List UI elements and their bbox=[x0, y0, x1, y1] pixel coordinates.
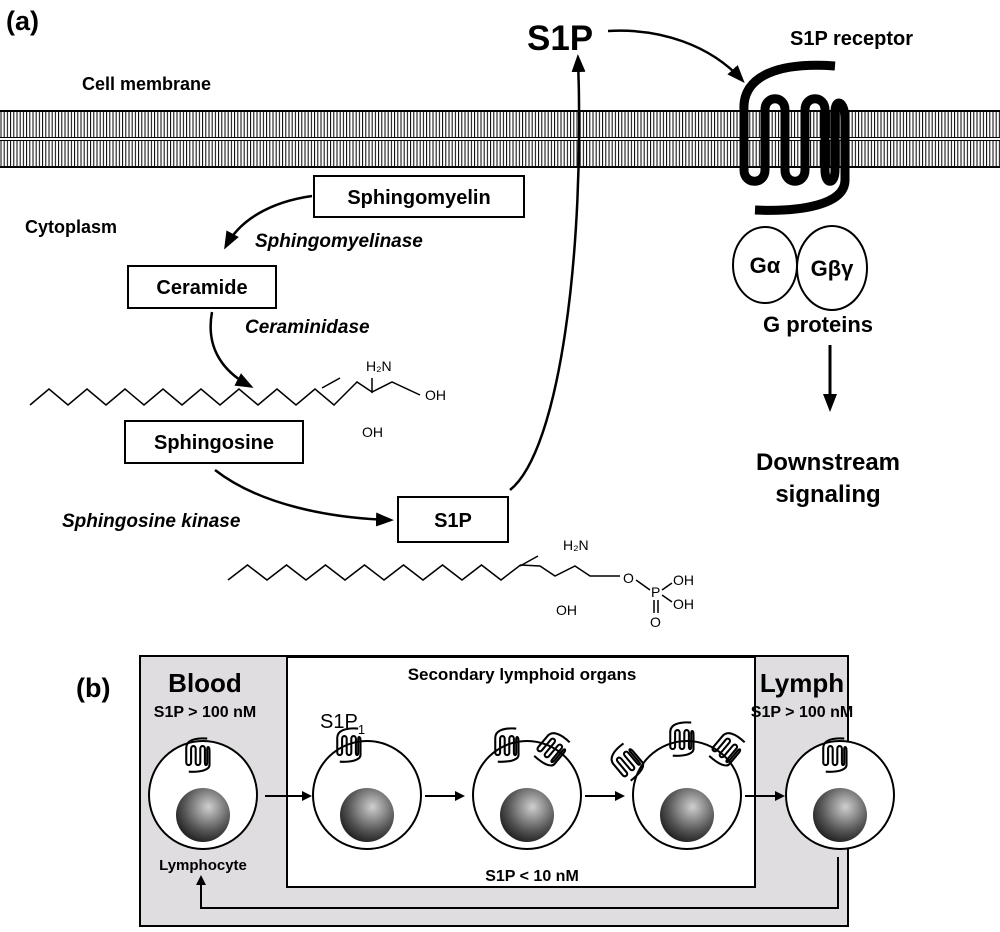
ceraminidase-arrow bbox=[209, 311, 254, 388]
g-beta-gamma-subunit: Gβγ bbox=[796, 225, 868, 311]
svg-text:Sphingosine: Sphingosine bbox=[154, 432, 274, 454]
svg-text:OH: OH bbox=[556, 602, 577, 618]
s1p-export-arrow bbox=[509, 54, 586, 491]
sphingosine-structure: H₂N OH OH bbox=[29, 358, 446, 440]
recirculation-arrow bbox=[196, 857, 839, 909]
nucleus bbox=[176, 788, 230, 842]
svg-text:H₂N: H₂N bbox=[563, 537, 589, 553]
cell-membrane-label: Cell membrane bbox=[82, 74, 211, 94]
ceramide-box: Ceramide bbox=[127, 265, 277, 309]
s1p-structure: H₂N OH O P OH OH O bbox=[227, 537, 694, 630]
lymph-label: Lymph bbox=[760, 668, 844, 698]
secondary-lymphoid-label: Secondary lymphoid organs bbox=[408, 665, 637, 684]
svg-text:OH: OH bbox=[673, 572, 694, 588]
nucleus bbox=[340, 788, 394, 842]
panel-b-label: (b) bbox=[76, 673, 110, 703]
migration-arrows bbox=[196, 791, 839, 909]
sphingosine-box: Sphingosine bbox=[124, 420, 304, 464]
lymphocyte-cell bbox=[472, 727, 582, 850]
svg-text:O: O bbox=[650, 614, 661, 630]
lymphocyte-label: Lymphocyte bbox=[159, 857, 247, 874]
svg-text:P: P bbox=[651, 584, 660, 600]
lymphocyte-cell bbox=[312, 727, 422, 850]
svg-text:S1P: S1P bbox=[434, 510, 472, 532]
s1p-extracellular-label: S1P bbox=[527, 19, 593, 58]
nucleus bbox=[813, 788, 867, 842]
lymphocyte-cell bbox=[148, 737, 258, 850]
nucleus bbox=[500, 788, 554, 842]
lymph-concentration: S1P > 100 nM bbox=[751, 704, 853, 721]
svg-text:OH: OH bbox=[425, 387, 446, 403]
lymphocyte-cell bbox=[606, 721, 748, 850]
lymphocyte-cell bbox=[785, 737, 895, 850]
sphingomyelinase-label: Sphingomyelinase bbox=[255, 231, 423, 252]
cytoplasm-label: Cytoplasm bbox=[25, 217, 117, 237]
sphingomyelinase-arrow bbox=[224, 194, 313, 250]
secondary-concentration: S1P < 10 nM bbox=[485, 868, 579, 885]
s1p-receptor bbox=[738, 65, 850, 210]
svg-text:OH: OH bbox=[362, 424, 383, 440]
lymphocyte-cells bbox=[148, 721, 895, 850]
blood-label: Blood bbox=[168, 668, 242, 698]
svg-text:Gα: Gα bbox=[750, 253, 781, 278]
s1p1-label: S1P1 bbox=[320, 711, 365, 737]
svg-text:H₂N: H₂N bbox=[366, 358, 392, 374]
svg-text:Gβγ: Gβγ bbox=[811, 256, 855, 281]
s1p-to-receptor-arrow bbox=[607, 29, 745, 83]
g-proteins-label: G proteins bbox=[763, 312, 873, 337]
svg-text:OH: OH bbox=[673, 596, 694, 612]
svg-text:Sphingomyelin: Sphingomyelin bbox=[347, 187, 490, 209]
g-alpha-subunit: Gα bbox=[732, 226, 798, 304]
sphingosine-kinase-arrow bbox=[214, 469, 394, 527]
blood-concentration: S1P > 100 nM bbox=[154, 704, 256, 721]
sphingosine-kinase-label: Sphingosine kinase bbox=[62, 511, 241, 532]
signaling-label: signaling bbox=[775, 481, 880, 508]
svg-text:O: O bbox=[623, 570, 634, 586]
panel-a-label: (a) bbox=[6, 6, 39, 36]
downstream-label: Downstream bbox=[756, 449, 900, 476]
receptor-label: S1P receptor bbox=[790, 28, 913, 50]
svg-text:Ceramide: Ceramide bbox=[156, 277, 247, 299]
s1p-box: S1P bbox=[397, 496, 509, 543]
ceraminidase-label: Ceraminidase bbox=[245, 317, 370, 338]
nucleus bbox=[660, 788, 714, 842]
sphingomyelin-box: Sphingomyelin bbox=[313, 175, 525, 218]
